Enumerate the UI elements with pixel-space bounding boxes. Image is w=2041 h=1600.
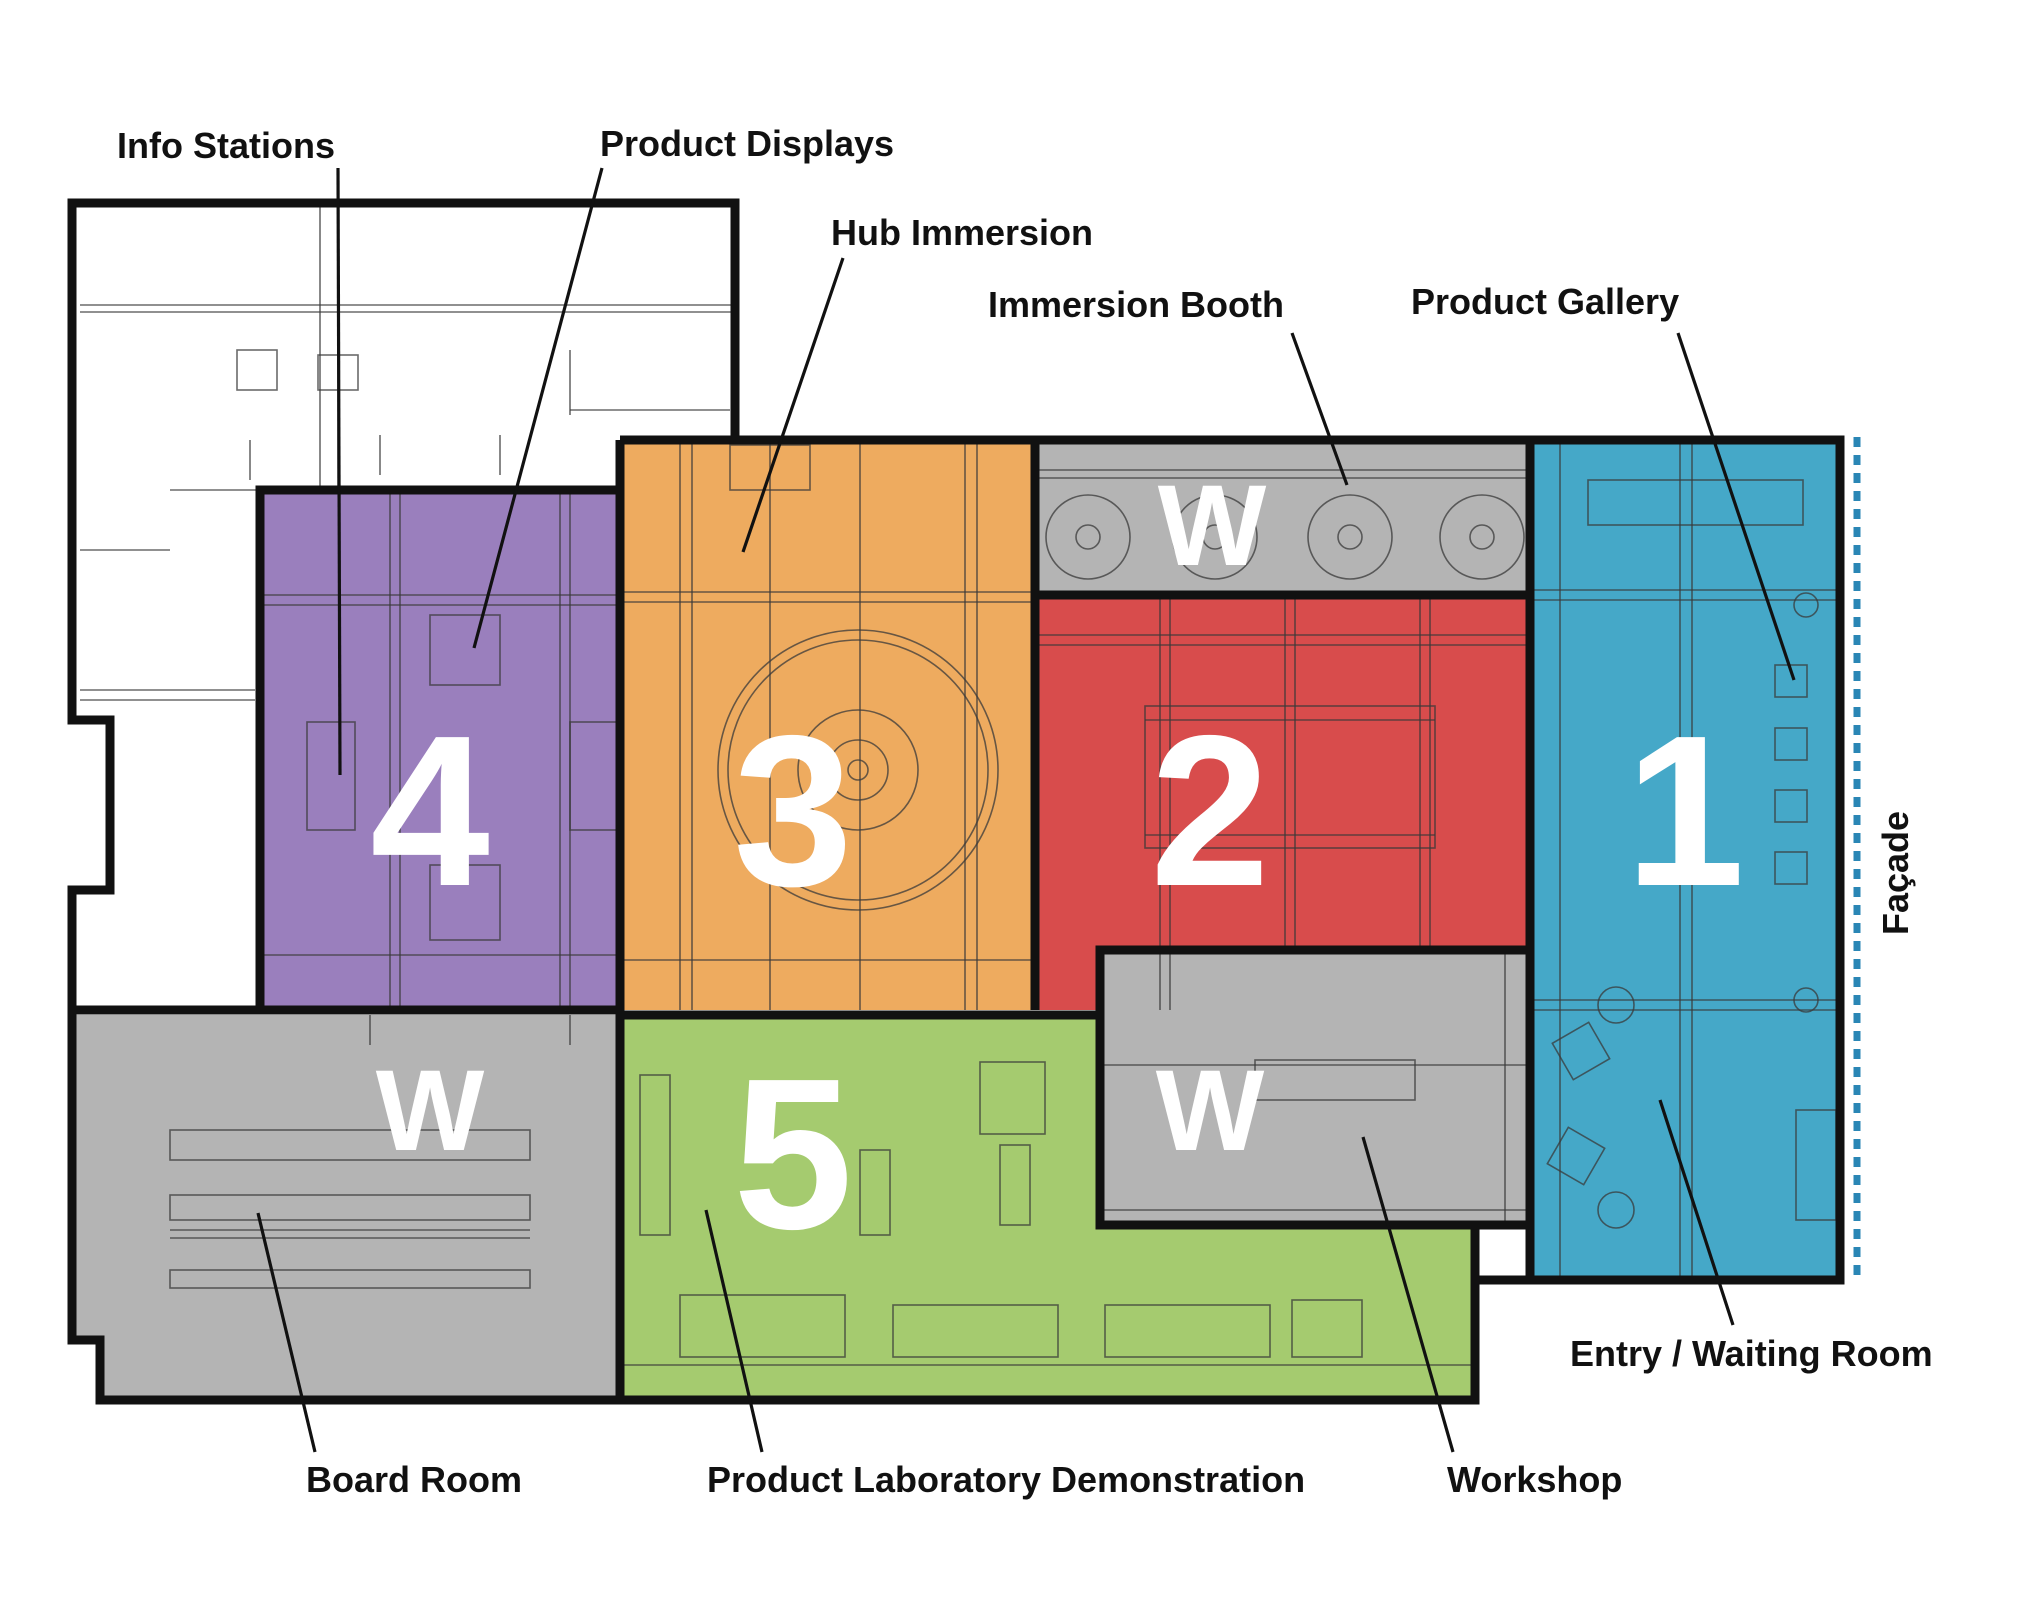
zone-3-number: 3 xyxy=(733,690,853,931)
product-displays-label: Product Displays xyxy=(600,123,894,164)
sketch-details xyxy=(80,205,1840,1366)
workshop-leader xyxy=(1361,1136,1455,1453)
zone-1-fill xyxy=(1530,440,1840,1280)
workshop-outline xyxy=(1095,945,1530,1230)
info-stations-label: Info Stations xyxy=(117,125,335,166)
board-room-w: W xyxy=(376,1047,485,1175)
zone-2-fill xyxy=(1035,595,1530,1010)
entry-waiting-room-leader xyxy=(1658,1099,1735,1326)
immersion-booth-leader xyxy=(1290,332,1349,486)
workshop-w: W xyxy=(1156,1047,1265,1175)
product-gallery-leader xyxy=(1676,332,1796,681)
board-room-label: Board Room xyxy=(306,1459,522,1500)
product-gallery-label: Product Gallery xyxy=(1411,281,1679,322)
workshop-label: Workshop xyxy=(1447,1459,1622,1500)
product-laboratory-demonstration-label: Product Laboratory Demonstration xyxy=(707,1459,1305,1500)
hub-immersion-label: Hub Immersion xyxy=(831,212,1093,253)
walls xyxy=(67,198,1845,1405)
workshop-fill xyxy=(1100,950,1530,1225)
board-room-leader xyxy=(256,1212,317,1453)
zone-4-number: 4 xyxy=(370,690,490,931)
zone-2-number: 2 xyxy=(1150,690,1270,931)
immersion-booth-fill xyxy=(1035,440,1530,595)
immersion-booth-w: W xyxy=(1158,462,1267,590)
product-displays-leader xyxy=(472,167,604,649)
zone-1-number: 1 xyxy=(1625,690,1745,931)
zone-fills xyxy=(75,440,1840,1400)
zone-5-number: 5 xyxy=(733,1033,853,1274)
zone-3-fill xyxy=(620,440,1035,1010)
hub-immersion-leader xyxy=(741,257,845,553)
facade-label: Façade xyxy=(1875,811,1916,935)
leader-lines xyxy=(256,167,1796,1453)
entry-waiting-room-label: Entry / Waiting Room xyxy=(1570,1333,1933,1374)
board-room-fill xyxy=(75,1015,620,1400)
immersion-booth-label: Immersion Booth xyxy=(988,284,1284,325)
product-lab-leader xyxy=(704,1209,764,1453)
info-stations-leader xyxy=(336,167,342,776)
